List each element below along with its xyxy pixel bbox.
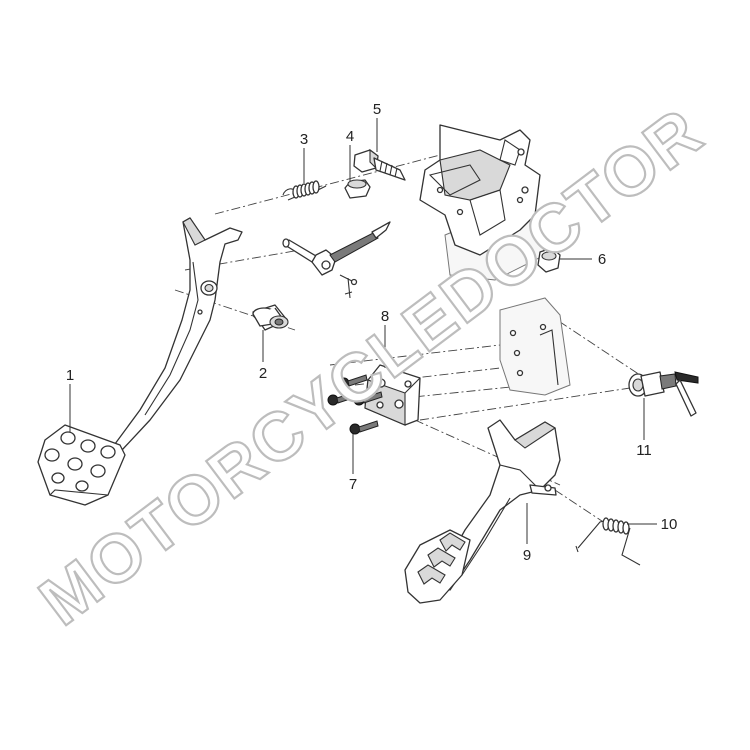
clevis-pushrod <box>282 221 391 299</box>
spring <box>282 180 327 201</box>
callout-labels: 1 2 3 4 5 6 7 8 9 10 11 <box>66 101 678 564</box>
callout-2: 2 <box>259 365 267 382</box>
callout-5: 5 <box>373 101 381 118</box>
mounting-bracket <box>499 297 571 396</box>
callout-3: 3 <box>300 131 308 148</box>
watermark: MOTORCYCLEDOCTOR <box>26 93 717 640</box>
callout-4: 4 <box>346 128 354 145</box>
bolt <box>353 148 406 181</box>
callout-10: 10 <box>661 516 678 533</box>
return-spring <box>575 517 641 566</box>
screws <box>327 374 383 435</box>
callout-9: 9 <box>523 547 531 564</box>
switch <box>628 371 699 417</box>
rear-brake-pedal <box>404 419 561 604</box>
callout-1: 1 <box>66 367 74 384</box>
callout-6: 6 <box>598 251 606 268</box>
leader-lines <box>69 118 657 544</box>
callout-7: 7 <box>349 476 357 493</box>
bushing <box>252 304 289 331</box>
frame-bracket <box>419 124 546 281</box>
cap <box>344 179 371 199</box>
mounting-plate <box>364 364 421 426</box>
pedal-pad-studs <box>44 431 116 492</box>
callout-11: 11 <box>636 442 652 459</box>
pedal-pad-ridges <box>417 532 466 585</box>
brake-pedal <box>37 217 243 506</box>
nut <box>537 247 561 273</box>
callout-8: 8 <box>381 308 389 325</box>
